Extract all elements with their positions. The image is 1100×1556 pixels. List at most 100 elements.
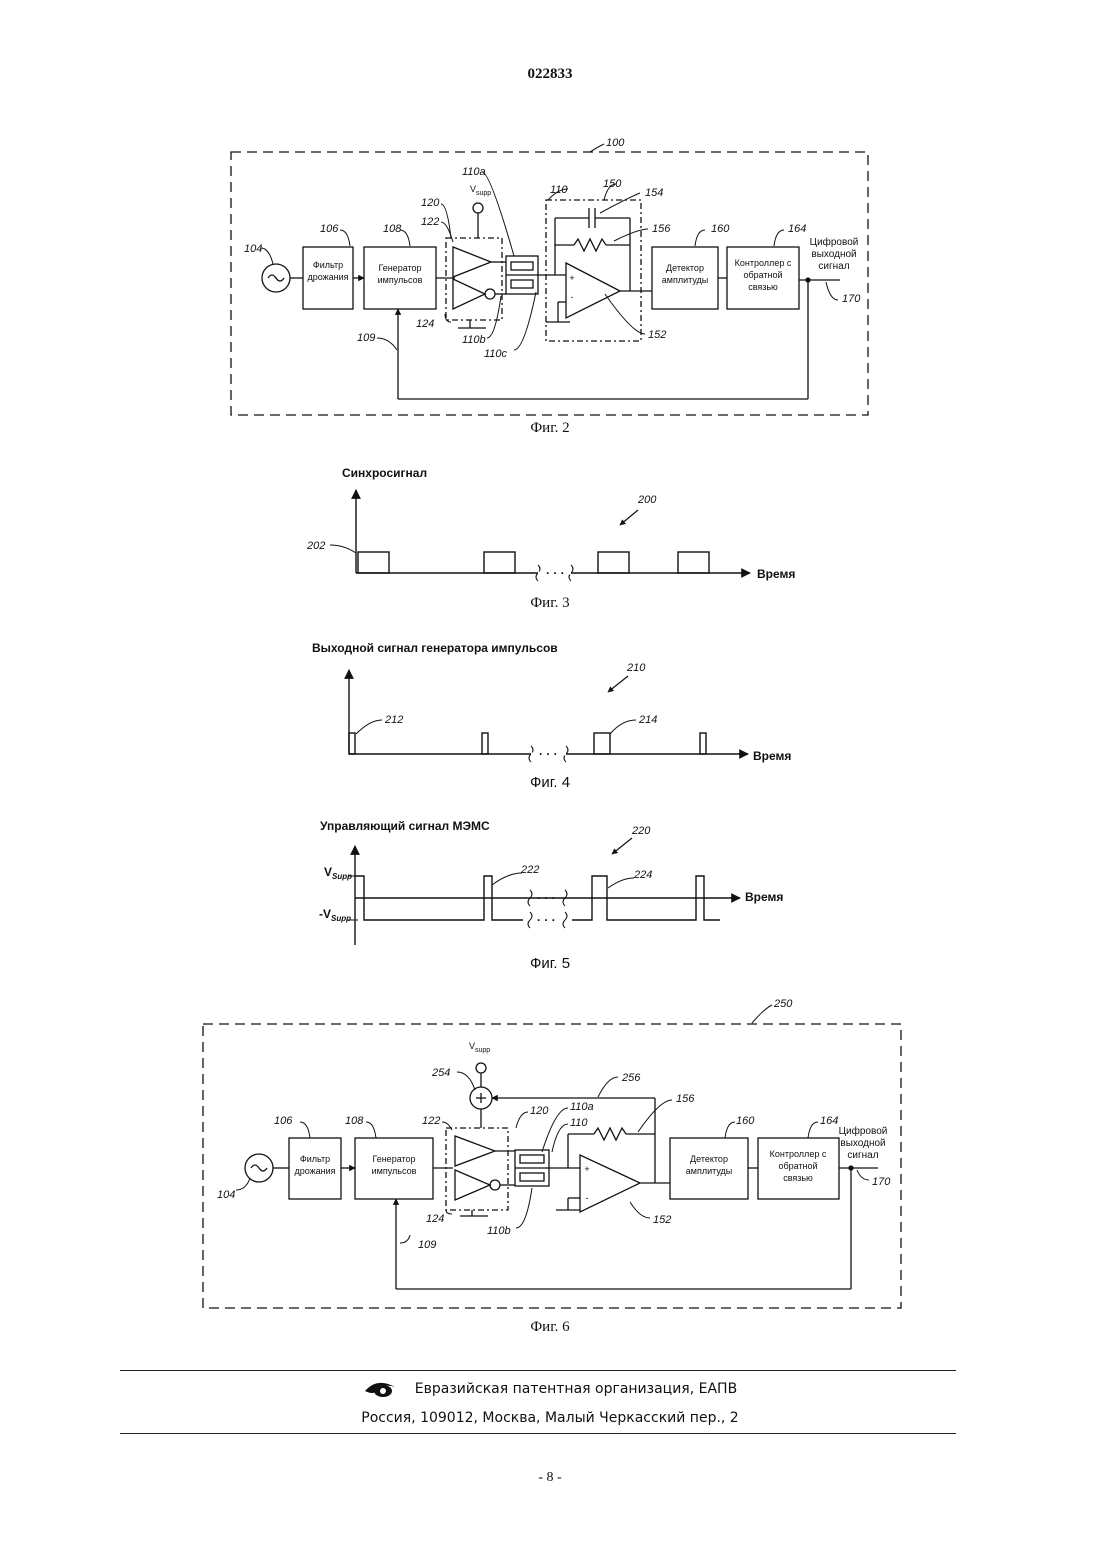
fig6-controller-label-2: обратной xyxy=(778,1161,817,1171)
fig2-buffer xyxy=(453,247,491,277)
fig3-pulse xyxy=(484,552,515,573)
fig2-opamp xyxy=(566,263,620,318)
fig3-waveform xyxy=(330,490,750,581)
fig5-ref-224: 224 xyxy=(633,869,652,881)
fig4-ref-210: 210 xyxy=(626,662,646,674)
fig2-ref-156: 156 xyxy=(652,223,671,235)
fig2-ref-170: 170 xyxy=(842,293,861,305)
fig4-caption: Фиг. 4 xyxy=(530,774,570,791)
fig6-ref-164: 164 xyxy=(820,1115,838,1127)
fig4-ellipsis: · · · xyxy=(539,747,558,761)
fig2-labels: Фильтр дрожания Генератор импульсов Дете… xyxy=(244,137,861,360)
fig6-ref-120: 120 xyxy=(530,1105,549,1117)
fig6-filter-label-1: Фильтр xyxy=(300,1154,330,1164)
fig6-ref-256: 256 xyxy=(621,1072,641,1084)
fig6-detector-label-1: Детектор xyxy=(690,1154,728,1164)
fig6-ref-110: 110 xyxy=(570,1117,588,1129)
fig2-ref-150: 150 xyxy=(603,178,622,190)
fig6-ref-152: 152 xyxy=(653,1214,671,1226)
fig3-pulse xyxy=(598,552,629,573)
fig2-ref-122: 122 xyxy=(421,216,439,228)
fig6-ref-108: 108 xyxy=(345,1115,364,1127)
fig4-xlabel: Время xyxy=(753,749,791,763)
fig2-ref-109: 109 xyxy=(357,332,375,344)
fig6-detector-label-2: амплитуды xyxy=(686,1166,733,1176)
fig6-ref-156: 156 xyxy=(676,1093,695,1105)
fig3-pulse xyxy=(358,552,389,573)
fig6-ref-250: 250 xyxy=(773,998,793,1010)
fig3-ref-200: 200 xyxy=(637,494,657,506)
footer-org-text: Евразийская патентная организация, ЕАПВ xyxy=(415,1381,737,1397)
fig5-xlabel: Время xyxy=(745,890,783,904)
fig4-pulse-narrow xyxy=(349,733,355,754)
fig6-caption: Фиг. 6 xyxy=(0,1319,1100,1336)
fig2-ref-100: 100 xyxy=(606,137,625,149)
fig2-ref-160: 160 xyxy=(711,223,730,235)
fig4-ylabel: Выходной сигнал генератора импульсов xyxy=(312,641,558,655)
fig2-detector-label-1: Детектор xyxy=(666,263,704,273)
fig2-ref-120: 120 xyxy=(421,197,440,209)
fig2-generator-label-2: импульсов xyxy=(378,275,423,285)
fig2-ref-124: 124 xyxy=(416,318,434,330)
fig2-ref-104: 104 xyxy=(244,243,262,255)
fig4-ref-214: 214 xyxy=(638,714,657,726)
fig6-controller-label-1: Контроллер с xyxy=(770,1149,827,1159)
fig4-pulse-wide xyxy=(594,733,610,754)
fig2-ref-154: 154 xyxy=(645,187,663,199)
fig6-ref-106: 106 xyxy=(274,1115,293,1127)
fig2-caption: Фиг. 2 xyxy=(0,420,1100,437)
fig6-vsupp: Vsupp xyxy=(469,1041,490,1054)
footer-org-line: Евразийская патентная организация, ЕАПВ xyxy=(0,1379,1100,1403)
fig2-output-label-3: сигнал xyxy=(818,261,849,272)
fig6-ref-104: 104 xyxy=(217,1189,235,1201)
fig3-xlabel: Время xyxy=(757,567,795,581)
fig5-vneg-label: -VSupp xyxy=(319,907,351,923)
fig5-ref-220: 220 xyxy=(631,825,651,837)
fig2-vsupp: Vsupp xyxy=(470,184,491,197)
fig3-ref-202: 202 xyxy=(306,540,325,552)
fig6-ref-160: 160 xyxy=(736,1115,755,1127)
fig5-labels: · · · · · · Управляющий сигнал МЭМС Врем… xyxy=(319,819,783,927)
fig2-filter-label-1: Фильтр xyxy=(313,260,343,270)
eapo-logo-icon xyxy=(363,1379,397,1399)
fig6-ref-109: 109 xyxy=(418,1239,436,1251)
fig6-ref-124: 124 xyxy=(426,1213,444,1225)
fig4-labels: · · · Выходной сигнал генератора импульс… xyxy=(312,641,791,763)
fig2-opamp-plus: + xyxy=(569,273,574,283)
fig2-generator-label-1: Генератор xyxy=(378,263,421,273)
fig4-pulse-narrow xyxy=(700,733,706,754)
fig4-pulse-narrow xyxy=(482,733,488,754)
fig2-output-label-1: Цифровой xyxy=(810,236,859,248)
fig2-controller-label-3: связью xyxy=(748,282,778,292)
fig2-output-label-2: выходной xyxy=(811,249,856,260)
fig2-detector-label-2: амплитуды xyxy=(662,275,709,285)
fig6-output-label-3: сигнал xyxy=(847,1150,878,1161)
fig2-inverter xyxy=(453,279,485,309)
fig5-ref-222: 222 xyxy=(520,864,539,876)
fig6-ref-110a: 110a xyxy=(570,1101,594,1113)
fig3-ylabel: Синхросигнал xyxy=(342,466,427,480)
fig6-controller-label-3: связью xyxy=(783,1173,813,1183)
fig6-ref-170: 170 xyxy=(872,1176,891,1188)
fig2-controller-label-2: обратной xyxy=(743,270,782,280)
fig6-ref-122: 122 xyxy=(422,1115,440,1127)
fig2-ref-164: 164 xyxy=(788,223,806,235)
fig5-ylabel: Управляющий сигнал МЭМС xyxy=(320,819,490,833)
fig2-ref-106: 106 xyxy=(320,223,339,235)
fig6-opamp-plus: + xyxy=(584,1164,589,1174)
fig6-opamp-minus: - xyxy=(586,1193,589,1203)
fig6-labels: Фильтр дрожания Генератор импульсов Дете… xyxy=(217,998,891,1251)
footer-address: Россия, 109012, Москва, Малый Черкасский… xyxy=(0,1410,1100,1426)
fig5-ellipsis-bottom: · · · xyxy=(537,913,556,927)
fig2-ref-152: 152 xyxy=(648,329,666,341)
fig3-labels: · · · Синхросигнал Время 200 202 xyxy=(306,466,795,581)
fig4-ref-212: 212 xyxy=(384,714,403,726)
fig3-ellipsis: · · · xyxy=(546,566,565,580)
fig5-vpos-label: VSupp xyxy=(324,865,352,881)
fig2-ref-110c: 110c xyxy=(484,348,508,360)
footer-bottom-rule xyxy=(120,1433,956,1434)
fig2-ref-110a: 110a xyxy=(462,166,486,178)
fig2-amplifier-box xyxy=(546,200,641,341)
footer-top-rule xyxy=(120,1370,956,1371)
fig3-pulse xyxy=(678,552,709,573)
